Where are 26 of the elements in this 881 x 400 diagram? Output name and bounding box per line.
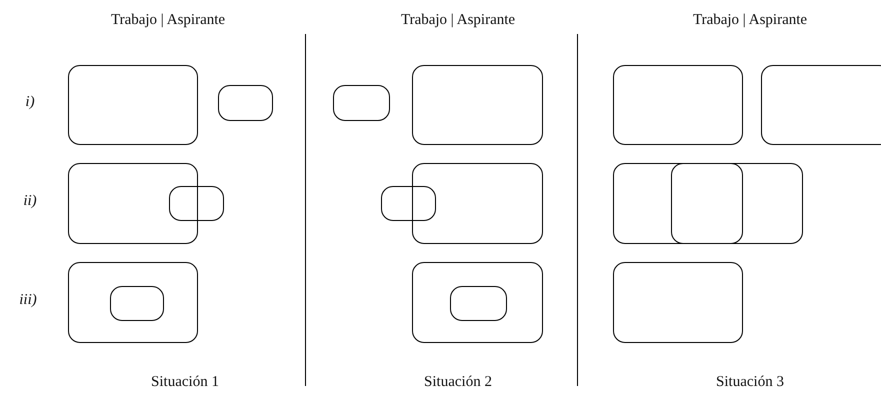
column-label: Trabajo | Aspirante [692,12,808,29]
rounded-box [333,85,390,121]
rounded-box [169,186,224,221]
rounded-box [671,163,803,244]
rounded-box [381,186,436,221]
rounded-box [613,65,743,145]
column-label: Situación 2 [424,374,492,391]
rounded-box [761,65,881,145]
rounded-box [110,286,164,321]
column-label: Trabajo | Aspirante [110,12,226,29]
rounded-box [412,163,543,244]
rounded-box [68,163,198,244]
rounded-box [412,65,543,145]
rounded-box [613,163,743,244]
row-label: iii) [19,292,37,309]
rounded-box [68,262,198,343]
rounded-box [412,262,543,343]
column-label: Situación 3 [716,374,784,391]
row-label: i) [25,94,35,111]
rounded-box [450,286,507,321]
column-label: Situación 1 [151,374,219,391]
rounded-box [68,65,198,145]
row-label: ii) [23,193,37,210]
rounded-box [613,262,743,343]
column-label: Trabajo | Aspirante [400,12,516,29]
rounded-box [218,85,273,121]
